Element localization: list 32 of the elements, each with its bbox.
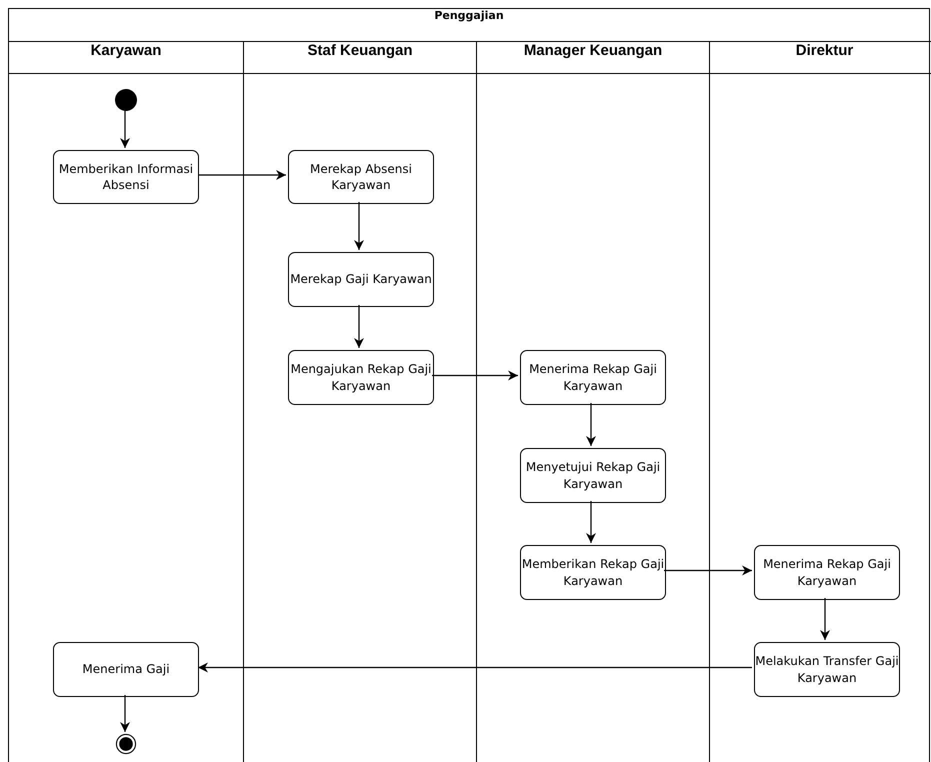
arrow [120,109,130,148]
activity-box: Menerima Gaji [53,642,199,697]
activity-box: Menyetujui Rekap Gaji Karyawan [520,448,666,503]
arrow [432,370,518,380]
activity-box: Merekap Gaji Karyawan [288,252,434,307]
activity-box: Merekap Absensi Karyawan [288,150,434,204]
arrow [664,566,752,576]
arrow [198,662,752,672]
activity-box: Menerima Rekap Gaji Karyawan [520,350,666,405]
arrow [354,305,364,348]
arrow [586,501,596,543]
final-node [116,734,136,754]
arrow [820,598,830,640]
activity-box: Memberikan Informasi Absensi [53,150,199,204]
activity-box: Menerima Rekap Gaji Karyawan [754,545,900,600]
lane-header: Karyawan [9,42,243,74]
arrow [586,403,596,446]
swimlane-pool [8,8,930,762]
lane-header: Direktur [710,42,931,74]
lane-header: Staf Keuangan [244,42,476,74]
arrow [198,170,286,180]
activity-box: Mengajukan Rekap Gaji Karyawan [288,350,434,405]
initial-node [115,89,137,111]
swimlane [709,41,931,762]
activity-box: Memberikan Rekap Gaji Karyawan [520,545,666,600]
pool-title: Penggajian [433,9,505,24]
activity-box: Melakukan Transfer Gaji Karyawan [754,642,900,697]
swimlane [243,41,476,762]
arrow [120,695,130,732]
swimlane [476,41,709,762]
lane-header: Manager Keuangan [477,42,709,74]
arrow [354,202,364,250]
